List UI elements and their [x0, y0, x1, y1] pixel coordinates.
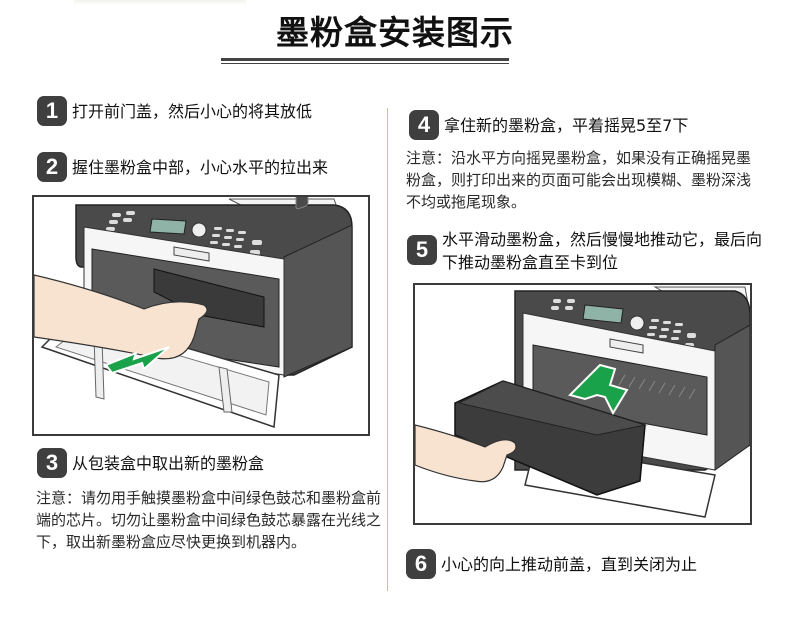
- side-handle: [295, 197, 309, 210]
- output-handle: [173, 246, 210, 262]
- hand: [415, 424, 517, 483]
- step-2-text: 握住墨粉盒中部，小心水平的拉出来: [72, 158, 329, 177]
- output-handle: [609, 338, 644, 354]
- step-6: 6 小心的向上推动前盖，直到关闭为止: [406, 549, 697, 579]
- printer-pull-out-drawing: [34, 197, 353, 429]
- title-underline-thin: [221, 63, 509, 64]
- step-5-badge: 5: [407, 235, 437, 265]
- nav-button: [191, 222, 207, 238]
- step-4-note: 注意：沿水平方向摇晃墨粉盒，如果没有正确摇晃墨粉盒，则打印出来的页面可能会出现模…: [406, 149, 752, 211]
- printer-side-panel: [714, 324, 750, 471]
- step-3-badge: 3: [37, 448, 67, 478]
- step-6-badge: 6: [406, 549, 436, 579]
- control-buttons: [551, 299, 575, 310]
- printer-insert-drawing: [415, 286, 750, 518]
- cover-rib-right: [218, 366, 233, 413]
- title-underline-thick: [221, 58, 509, 61]
- step-2-badge: 2: [37, 152, 67, 182]
- keypad: [210, 227, 262, 255]
- step-1-text: 打开前门盖，然后小心的将其放低: [72, 102, 313, 121]
- step-4-badge: 4: [409, 110, 439, 140]
- top-fragment: [74, 0, 246, 5]
- step-3-text: 从包装盒中取出新的墨粉盒: [72, 454, 265, 473]
- step-2: 2 握住墨粉盒中部，小心水平的拉出来: [37, 152, 328, 182]
- pull-arrow-icon: [104, 346, 170, 375]
- column-divider: [387, 108, 388, 591]
- toner-cartridge: [153, 268, 265, 328]
- hand: [34, 274, 208, 360]
- step-3: 3 从包装盒中取出新的墨粉盒: [37, 448, 264, 478]
- illustration-pull-out: [32, 195, 370, 436]
- cartridge-top: [457, 380, 647, 436]
- lcd-display: [582, 304, 624, 324]
- bay-ridges: [618, 374, 696, 400]
- illustration-insert: [413, 283, 752, 525]
- step-1-badge: 1: [37, 96, 67, 126]
- control-buttons: [106, 211, 135, 231]
- step-5-text: 水平滑动墨粉盒，然后慢慢地推动它，最后向下推动墨粉盒直至卡到位: [442, 230, 763, 272]
- step-6-text: 小心的向上推动前盖，直到关闭为止: [441, 555, 698, 574]
- step-1: 1 打开前门盖，然后小心的将其放低: [37, 96, 312, 126]
- nav-button: [629, 315, 645, 331]
- step-3-note: 注意：请勿用手触摸墨粉盒中间绿色鼓芯和墨粉盒前端的芯片。切勿让墨粉盒中间绿色鼓芯…: [36, 489, 382, 551]
- step-4-text: 拿住新的墨粉盒，平着摇晃5至7下: [444, 116, 689, 135]
- step-5: 5 水平滑动墨粉盒，然后慢慢地推动它，最后向下推动墨粉盒直至卡到位: [407, 228, 762, 274]
- lcd-display: [149, 218, 187, 235]
- page-title: 墨粉盒安装图示: [276, 13, 514, 52]
- insert-arrow-icon: [568, 363, 629, 416]
- step-4: 4 拿住新的墨粉盒，平着摇晃5至7下: [409, 110, 688, 140]
